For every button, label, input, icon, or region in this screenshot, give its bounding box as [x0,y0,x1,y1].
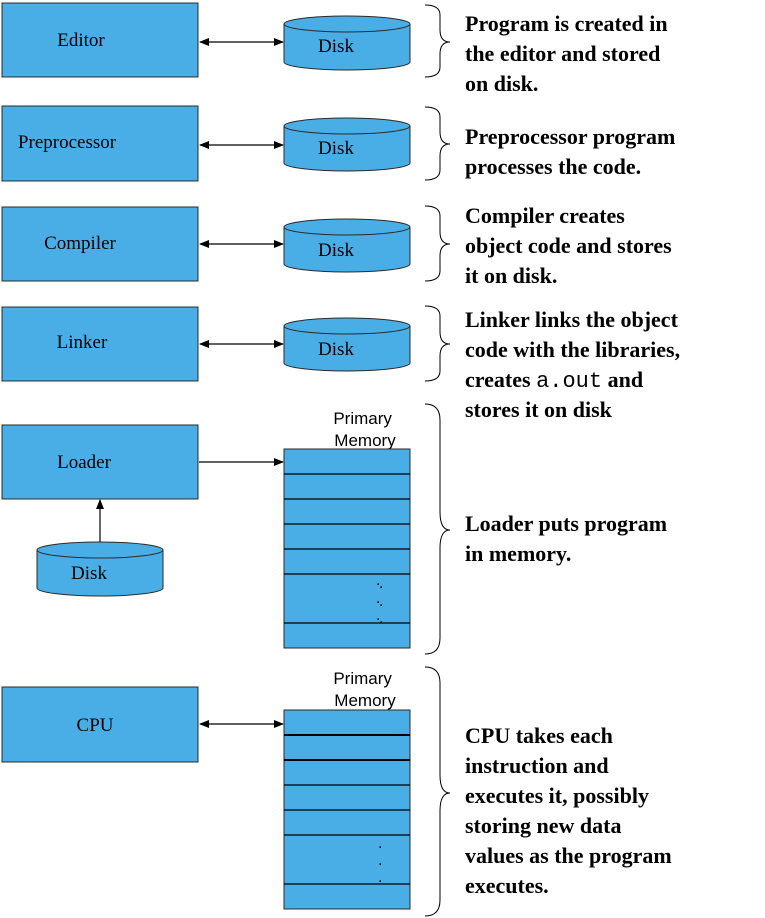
svg-text:.: . [379,575,383,592]
loader-primary-memory [283,448,411,649]
loader-memory-ellipsis: . . . . . . [376,572,383,627]
linker-disk: Disk [283,317,411,372]
loader-brace [424,403,451,655]
loader-description: Loader puts program in memory. [465,511,673,566]
svg-text:.: . [376,572,380,589]
loader-memory-title: Primary Memory [333,409,396,450]
loader-disk: Disk [36,541,164,597]
compiler-disk-label: Disk [318,240,354,261]
preprocessor-disk-label: Disk [318,138,354,159]
compiler-disk: Disk [283,218,411,273]
preprocessor-stage: Preprocessor Disk Preprocessor program p… [1,105,681,182]
loader-disk-label: Disk [71,563,107,584]
linker-box [1,306,199,382]
preprocessor-description: Preprocessor program processes the code. [465,124,681,179]
compiler-description: Compiler creates object code and stores … [465,203,677,288]
preprocessor-brace [424,106,451,181]
svg-text:.: . [378,852,382,869]
linker-label: Linker [57,332,108,353]
loader-label: Loader [57,452,111,473]
compiler-label: Compiler [44,233,116,254]
preprocessor-box [1,105,199,182]
svg-text:.: . [376,590,380,607]
linker-description: Linker links the object code with the li… [465,307,686,422]
cpu-primary-memory [283,709,411,910]
compiler-brace [424,205,451,282]
cpu-brace [424,666,451,917]
editor-box [1,2,199,78]
editor-disk: Disk [283,15,411,71]
svg-text:.: . [379,610,383,627]
compiler-stage: Compiler Disk Compiler creates object co… [1,203,677,288]
linker-disk-label: Disk [318,339,354,360]
loader-stage: Loader Disk Primary Memory . . . . . . [1,403,673,655]
cpu-description: CPU takes each instruction and executes … [465,723,677,898]
cpu-stage: CPU Primary Memory . . . CPU takes each … [1,666,677,917]
svg-text:.: . [378,835,382,852]
cpu-memory-ellipsis: . . . [378,835,382,886]
editor-brace [424,4,451,78]
svg-text:.: . [376,607,380,624]
svg-text:.: . [378,869,382,886]
svg-text:.: . [379,593,383,610]
editor-stage: Editor Disk Program is created in the ed… [1,2,673,96]
cpu-label: CPU [77,715,114,736]
preprocessor-disk: Disk [283,117,411,172]
cpu-box [1,686,199,763]
compiler-box [1,206,199,282]
editor-label: Editor [57,30,105,51]
loader-box [1,424,199,500]
cpu-memory-title: Primary Memory [333,669,396,710]
editor-disk-label: Disk [318,36,354,57]
editor-description: Program is created in the editor and sto… [465,11,673,96]
linker-stage: Linker Disk Linker links the object code… [1,305,686,422]
preprocessor-label: Preprocessor [18,132,117,153]
linker-brace [424,305,451,382]
